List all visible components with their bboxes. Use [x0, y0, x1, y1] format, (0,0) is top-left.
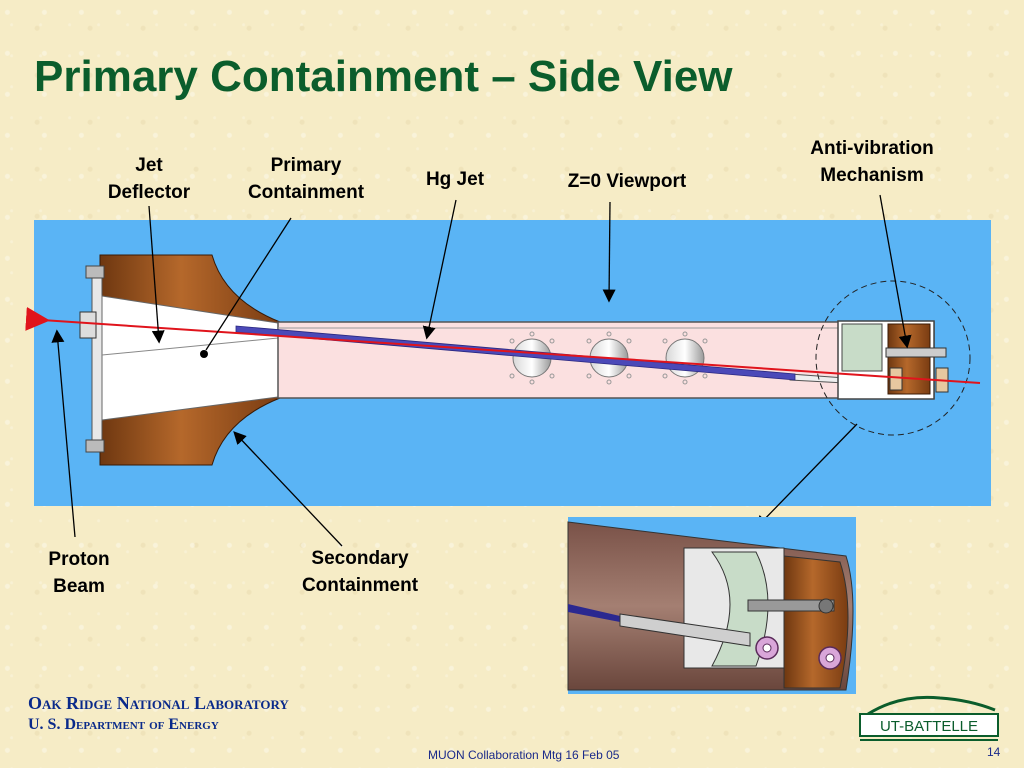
footer-text: MUON Collaboration Mtg 16 Feb 05 — [428, 748, 620, 762]
label-primary-containment: Primary Containment — [247, 155, 365, 203]
page-number: 14 — [987, 745, 1001, 759]
lower-bolt — [85, 439, 105, 453]
arrow-primary-containment — [205, 217, 292, 351]
label-hg-jet: Hg Jet — [425, 169, 485, 190]
pointer-arrows — [51, 194, 912, 547]
label-anti-vibration: Anti-vibration Mechanism — [810, 138, 934, 186]
org-line-1: Oak Ridge National Laboratory — [28, 693, 289, 713]
slide-title: Primary Containment – Side View — [34, 52, 733, 101]
label-jet-deflector: Jet Deflector — [107, 155, 191, 203]
primary-containment-marker — [200, 350, 208, 358]
arrow-viewport — [602, 201, 616, 303]
right-cylinder — [841, 323, 883, 372]
beam-window — [79, 311, 97, 339]
left-end-plate — [91, 275, 103, 447]
label-proton-beam: Proton Beam — [48, 549, 110, 597]
arrow-secondary-containment — [233, 431, 343, 547]
right-fitting — [889, 367, 903, 391]
org-line-2: U. S. Department of Energy — [28, 716, 219, 733]
arrow-hg-jet — [422, 199, 457, 340]
arrow-anti-vibration — [879, 194, 912, 349]
anti-vibration-rod — [885, 347, 947, 358]
detail-inset — [567, 517, 856, 694]
viewport-bolts — [509, 331, 708, 385]
detail-callout-circle — [815, 280, 971, 436]
label-secondary-containment: Secondary Containment — [301, 548, 419, 596]
ut-battelle-logo: UT-BATTELLE — [859, 695, 999, 741]
upper-bolt — [85, 265, 105, 279]
arrow-detail-view — [755, 423, 858, 529]
arrow-proton-beam — [51, 329, 76, 538]
arrow-jet-deflector — [148, 205, 165, 344]
label-viewport: Z=0 Viewport — [567, 171, 687, 192]
proton-beam-line — [25, 306, 981, 384]
logo-text: UT-BATTELLE — [880, 718, 978, 735]
